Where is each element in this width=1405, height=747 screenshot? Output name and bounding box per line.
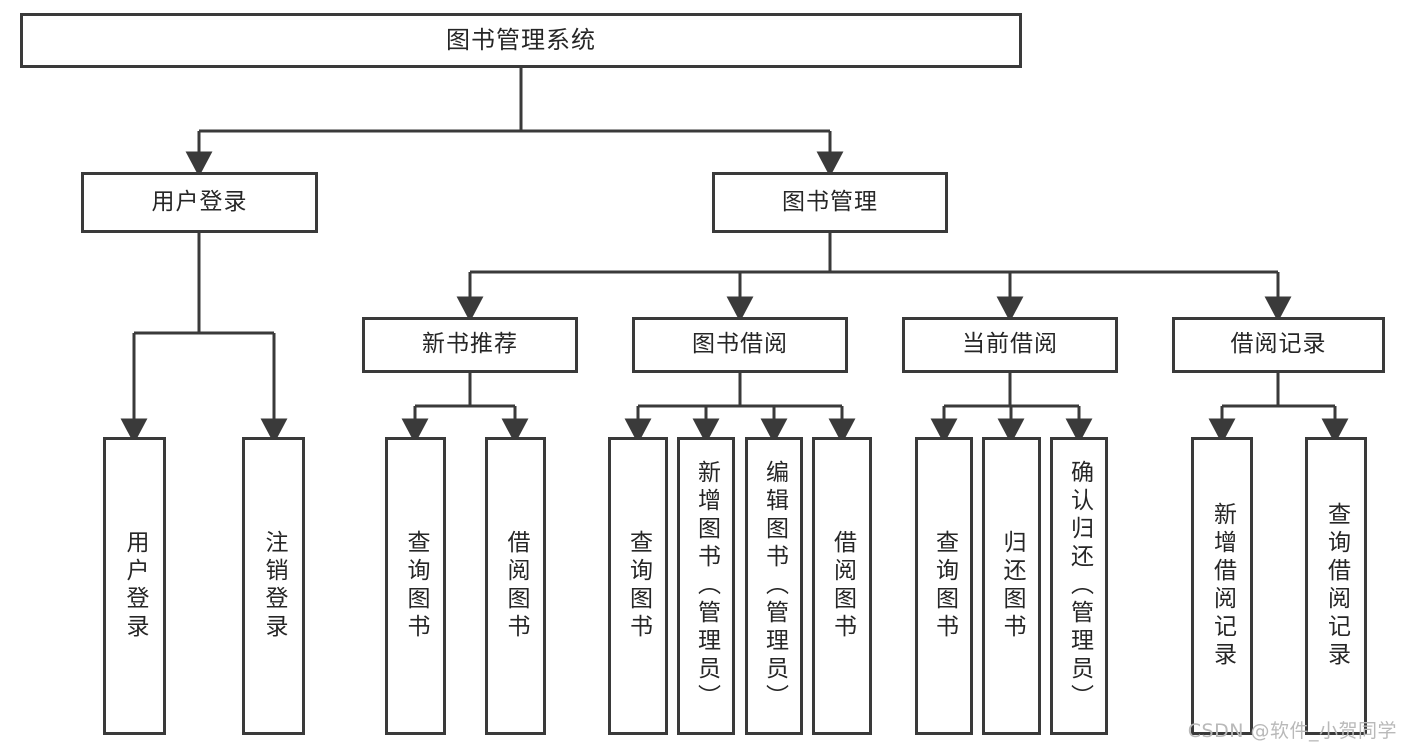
node-label: 新书推荐 bbox=[422, 331, 518, 358]
leaf-user-login[interactable]: 用户登录 bbox=[103, 437, 166, 735]
leaf-add-book[interactable]: 新增图书（管理员） bbox=[677, 437, 735, 735]
leaf-return-book[interactable]: 归还图书 bbox=[982, 437, 1041, 735]
leaf-edit-book[interactable]: 编辑图书（管理员） bbox=[745, 437, 803, 735]
leaf-query-book-recommend[interactable]: 查询图书 bbox=[385, 437, 446, 735]
watermark-text: CSDN @软件_小贺同学 bbox=[1187, 720, 1397, 742]
leaf-borrow-book-recommend[interactable]: 借阅图书 bbox=[485, 437, 546, 735]
node-label: 查询借阅记录 bbox=[1323, 502, 1350, 670]
node-label: 用户登录 bbox=[151, 188, 248, 215]
node-label: 注销登录 bbox=[261, 530, 287, 642]
node-book-borrow[interactable]: 图书借阅 bbox=[632, 317, 848, 373]
node-book-management[interactable]: 图书管理 bbox=[712, 172, 948, 233]
node-label: 编辑图书（管理员） bbox=[761, 460, 788, 712]
node-label: 借阅图书 bbox=[503, 530, 529, 642]
leaf-query-book-current[interactable]: 查询图书 bbox=[915, 437, 973, 735]
node-label: 图书管理系统 bbox=[446, 26, 596, 55]
node-label: 归还图书 bbox=[999, 530, 1025, 642]
leaf-add-borrow-record[interactable]: 新增借阅记录 bbox=[1191, 437, 1253, 735]
node-label: 确认归还（管理员） bbox=[1066, 460, 1093, 712]
node-label: 借阅图书 bbox=[829, 530, 856, 642]
node-borrow-record[interactable]: 借阅记录 bbox=[1172, 317, 1385, 373]
node-label: 新增借阅记录 bbox=[1209, 502, 1236, 670]
node-label: 借阅记录 bbox=[1230, 331, 1327, 358]
node-label: 图书管理 bbox=[782, 188, 878, 215]
leaf-query-book-borrow[interactable]: 查询图书 bbox=[608, 437, 668, 735]
leaf-logout-login[interactable]: 注销登录 bbox=[242, 437, 305, 735]
node-label: 图书借阅 bbox=[692, 331, 788, 358]
leaf-confirm-return[interactable]: 确认归还（管理员） bbox=[1050, 437, 1108, 735]
node-label: 查询图书 bbox=[403, 530, 429, 642]
leaf-borrow-book[interactable]: 借阅图书 bbox=[812, 437, 872, 735]
node-label: 查询图书 bbox=[931, 530, 958, 642]
node-label: 当前借阅 bbox=[962, 331, 1058, 358]
node-user-login[interactable]: 用户登录 bbox=[81, 172, 318, 233]
node-label: 查询图书 bbox=[625, 530, 652, 642]
leaf-query-borrow-record[interactable]: 查询借阅记录 bbox=[1305, 437, 1367, 735]
node-root-system[interactable]: 图书管理系统 bbox=[20, 13, 1022, 68]
node-label: 用户登录 bbox=[122, 530, 148, 642]
node-new-book-recommend[interactable]: 新书推荐 bbox=[362, 317, 578, 373]
node-current-borrow[interactable]: 当前借阅 bbox=[902, 317, 1118, 373]
node-label: 新增图书（管理员） bbox=[693, 460, 720, 712]
